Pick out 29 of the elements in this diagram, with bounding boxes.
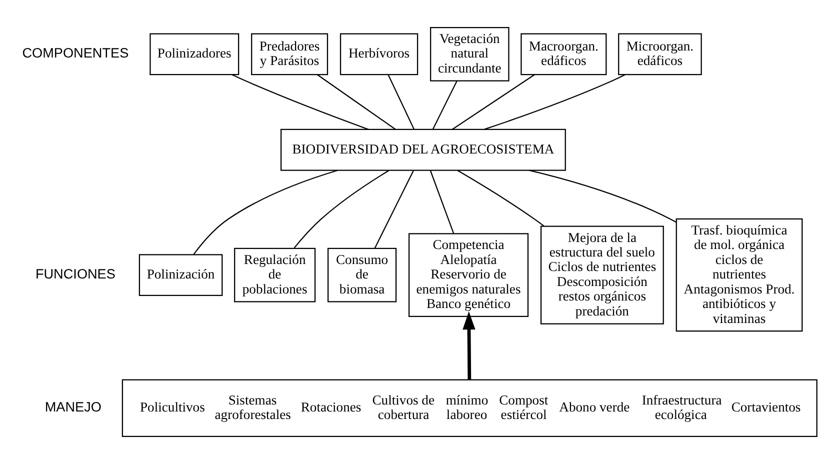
connector — [457, 170, 544, 227]
node-box: Herbívoros — [340, 33, 418, 76]
label: FUNCIONES — [35, 266, 116, 282]
connector — [388, 74, 415, 130]
connector — [528, 170, 677, 223]
connector — [232, 74, 369, 130]
node-box: Microorgan. edáficos — [618, 33, 702, 76]
node-box: Predadores y Parásitos — [251, 33, 328, 76]
node-box: Polinización — [138, 254, 223, 296]
label: COMPONENTES — [22, 46, 129, 61]
node-box: Competencia Alelopatía Reservorio de enemigos naturales Banco genético — [408, 233, 529, 317]
node-box: Vegetación natural circundante — [430, 26, 510, 82]
connector — [484, 74, 626, 130]
connector — [316, 74, 396, 130]
node-box: BIODIVERSIDAD DEL AGROECOSISTEMA — [280, 128, 566, 171]
node-box: Mejora de la estructura del suelo Ciclos de nutrientes Descomposición restos orgánicos predación — [540, 226, 664, 324]
node-box: Polinizadores — [150, 33, 240, 76]
connector — [294, 170, 390, 248]
label: MANEJO — [44, 400, 102, 415]
connector — [452, 74, 535, 130]
node-box: Consumo de biomasa — [328, 248, 397, 302]
connector — [193, 170, 338, 255]
connector — [374, 170, 414, 248]
node-box: Trasf. bioquímica de mol. orgánica ciclos de nutrientes Antagonismos Prod. antibióticos y vitaminas — [676, 218, 803, 332]
connector — [430, 170, 454, 234]
arrow — [462, 311, 476, 380]
node-box: Macroorgan. edáficos — [520, 33, 607, 76]
node-box: Regulación de poblaciones — [234, 248, 316, 302]
connector — [432, 80, 458, 130]
